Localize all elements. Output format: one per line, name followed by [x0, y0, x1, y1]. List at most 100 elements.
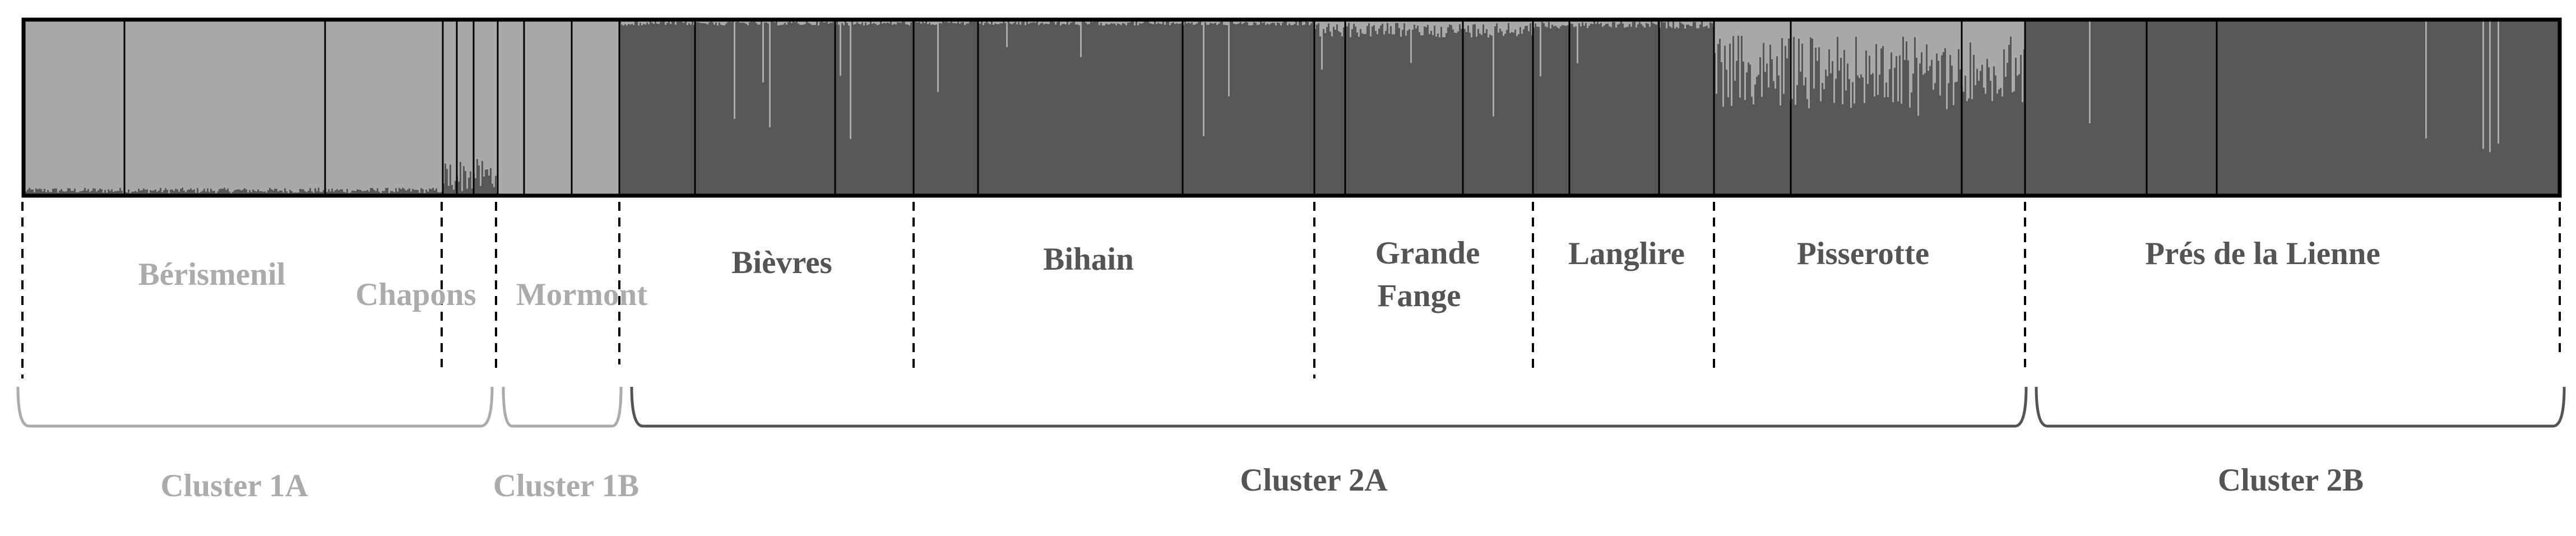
- bar-0-dark-strip: [308, 190, 309, 196]
- bar-0-dark-strip: [309, 188, 311, 196]
- bar-4-light-spike: [1223, 20, 1225, 25]
- bar-5-light-spike: [1375, 20, 1377, 31]
- bar-5-light-spike: [1466, 20, 1467, 33]
- bar-7-light-spike: [1764, 20, 1766, 72]
- bar-7-light-spike: [1865, 20, 1867, 51]
- bar-5-light-spike: [1484, 20, 1486, 33]
- bar-5-light-spike: [1319, 20, 1321, 36]
- bar-0-dark-strip: [429, 188, 430, 196]
- bar-5-light-spike: [1459, 20, 1461, 25]
- bar-7-light-spike: [1985, 20, 1986, 94]
- bar-4-light-spike: [964, 20, 966, 25]
- bar-4-light-spike: [1062, 20, 1063, 24]
- bar-4-light-spike: [1102, 20, 1104, 26]
- bar-1-dark-strip: [448, 186, 450, 196]
- bar-0-dark-strip: [314, 188, 316, 196]
- bar-4-light-spike: [1068, 20, 1070, 25]
- bar-7-light-spike: [1806, 20, 1808, 99]
- bar-5-light-spike: [1477, 20, 1479, 29]
- bar-1-dark-strip: [466, 188, 468, 196]
- bar-5-light-spike: [1321, 20, 1323, 70]
- bar-5-light-spike: [1398, 20, 1400, 29]
- bar-0-dark-strip: [404, 188, 405, 196]
- bar-3-light-spike: [629, 20, 631, 25]
- bar-3-light-spike: [811, 20, 813, 25]
- bar-5-light-spike: [1494, 20, 1496, 26]
- bar-4-light-spike: [1141, 20, 1142, 24]
- bar-5-light-spike: [1343, 20, 1345, 28]
- bar-3-light-spike: [648, 20, 650, 25]
- bar-4-light-spike: [1292, 20, 1294, 25]
- bar-7-light-spike: [1951, 20, 1953, 66]
- bar-8-light-spike: [2489, 20, 2491, 153]
- bar-0-dark-strip: [188, 189, 190, 196]
- bar-0-dark-strip: [360, 190, 362, 196]
- bar-7-light-spike: [1980, 20, 1981, 71]
- bar-6-light-spike: [1546, 20, 1548, 27]
- bar-6-light-spike: [1691, 20, 1693, 26]
- bar-7-light-spike: [1860, 20, 1862, 75]
- bar-0-dark-strip: [422, 189, 424, 196]
- bar-4-light-spike: [1265, 20, 1267, 25]
- bar-7-light-spike: [1827, 20, 1828, 76]
- bar-0-dark-strip: [367, 190, 368, 196]
- bar-5-light-spike: [1377, 20, 1378, 34]
- bar-7-light-spike: [1991, 20, 1993, 101]
- bar-3-light-spike: [863, 20, 865, 26]
- bar-4-light-spike: [1045, 20, 1046, 24]
- bar-0-dark-strip: [98, 190, 99, 196]
- bar-0-dark-strip: [412, 188, 414, 196]
- bar-7-light-spike: [1928, 20, 1929, 71]
- bar-7-light-spike: [1870, 20, 1872, 75]
- bar-6-light-spike: [1684, 20, 1686, 29]
- bar-7-light-spike: [1911, 20, 1912, 93]
- bar-0-dark-strip: [170, 190, 172, 196]
- bar-0-dark-strip: [277, 191, 279, 196]
- bar-1-dark-strip: [468, 178, 470, 196]
- bar-6-light-spike: [1558, 20, 1560, 29]
- bar-0-dark-strip: [395, 188, 397, 196]
- bar-0-dark-strip: [358, 190, 360, 196]
- bar-7-light-spike: [1909, 20, 1911, 108]
- bar-7-light-spike: [1986, 20, 1988, 59]
- bar-7-light-spike: [1896, 20, 1897, 57]
- bar-4-light-spike: [1233, 20, 1235, 24]
- bar-1-dark-strip: [483, 176, 485, 196]
- bar-7-light-spike: [1753, 20, 1754, 105]
- bar-4-light-spike: [1137, 20, 1139, 26]
- bar-5-light-spike: [1363, 20, 1365, 34]
- bar-7-light-spike: [1938, 20, 1939, 61]
- bar-7-light-spike: [1963, 20, 1965, 92]
- bar-4-light-spike: [1178, 20, 1179, 24]
- bar-6-light-spike: [1604, 20, 1605, 26]
- bar-7-light-spike: [2003, 20, 2005, 50]
- bar-6-light-spike: [1696, 20, 1698, 29]
- bar-7-light-spike: [1975, 20, 1976, 86]
- bar-4-light-spike: [1257, 20, 1258, 25]
- bar-7-light-spike: [1729, 20, 1731, 44]
- bar-5-light-spike: [1516, 20, 1518, 36]
- bar-6-light-spike: [1625, 20, 1627, 27]
- bar-7-light-spike: [1885, 20, 1887, 83]
- bar-0-dark-strip: [368, 191, 370, 196]
- bar-0-dark-strip: [160, 188, 161, 196]
- bar-0-dark-strip: [135, 191, 136, 196]
- bar-5-light-spike: [1479, 20, 1481, 34]
- bar-6-light-spike: [1540, 20, 1541, 77]
- bar-7-light-spike: [1958, 20, 1959, 49]
- bar-6-light-spike: [1562, 20, 1563, 25]
- bar-1-dark-strip: [490, 168, 492, 196]
- bar-8-light-spike: [2498, 20, 2499, 144]
- bar-4-light-spike: [998, 20, 999, 25]
- bar-3-light-spike: [779, 20, 781, 25]
- bar-5-light-spike: [1335, 20, 1336, 30]
- bar-0-dark-strip: [55, 188, 57, 196]
- bar-0-dark-strip: [222, 188, 224, 196]
- bar-5-light-spike: [1340, 20, 1341, 33]
- bar-6-light-spike: [1698, 20, 1699, 29]
- bar-7-light-spike: [1990, 20, 1991, 81]
- bar-4-light-spike: [1241, 20, 1243, 24]
- bar-7-light-spike: [1850, 20, 1852, 108]
- bar-7-light-spike: [1833, 20, 1835, 103]
- bar-0-dark-strip: [414, 190, 415, 196]
